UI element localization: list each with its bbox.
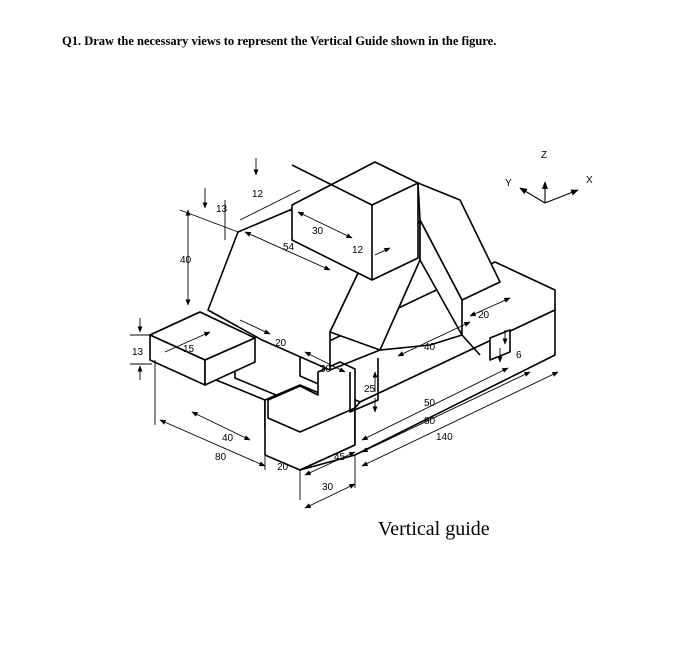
dim-13-left: 13 [132, 347, 144, 358]
left-lug-side [204, 337, 256, 386]
object-outline [149, 161, 556, 471]
z-axis-label: Z [541, 150, 547, 161]
dim-6: 6 [516, 350, 522, 361]
figure-caption: Vertical guide [378, 518, 490, 540]
y-axis-label: Y [505, 178, 512, 189]
dim-30-mid: 30 [320, 364, 332, 375]
dim-20-bottom: 20 [277, 462, 289, 473]
dim-54: 54 [283, 242, 295, 253]
dimension-labels: 12 13 40 54 30 12 13 15 20 30 40 20 6 25… [132, 189, 522, 493]
dim-80-right: 80 [424, 416, 436, 427]
dim-13-top: 13 [216, 204, 228, 215]
axis-triad [519, 181, 579, 204]
dim-45: 45 [334, 452, 346, 463]
front-slot-pad [267, 361, 356, 433]
dim-40-bottom: 40 [222, 433, 234, 444]
dim-80-left: 80 [215, 452, 227, 463]
dim-30-top: 30 [312, 226, 324, 237]
dim-140: 140 [436, 432, 453, 443]
dim-20-right: 20 [478, 310, 490, 321]
question-text: Q1. Draw the necessary views to represen… [62, 34, 497, 48]
dim-50: 50 [424, 398, 436, 409]
dim-40-right: 40 [424, 342, 436, 353]
right-rib-outer [417, 182, 501, 301]
dim-12-top: 12 [252, 189, 264, 200]
dim-20-slot: 20 [275, 338, 287, 349]
y-axis-arrow [519, 187, 546, 204]
x-axis-label: X [586, 175, 593, 186]
dim-15: 15 [183, 344, 195, 355]
dim-40-left: 40 [180, 255, 192, 266]
dim-30-bottom: 30 [322, 482, 334, 493]
dim-25: 25 [364, 384, 376, 395]
x-axis-arrow [544, 189, 579, 204]
dim-12-mid: 12 [352, 245, 364, 256]
dimension-lines [130, 158, 559, 509]
